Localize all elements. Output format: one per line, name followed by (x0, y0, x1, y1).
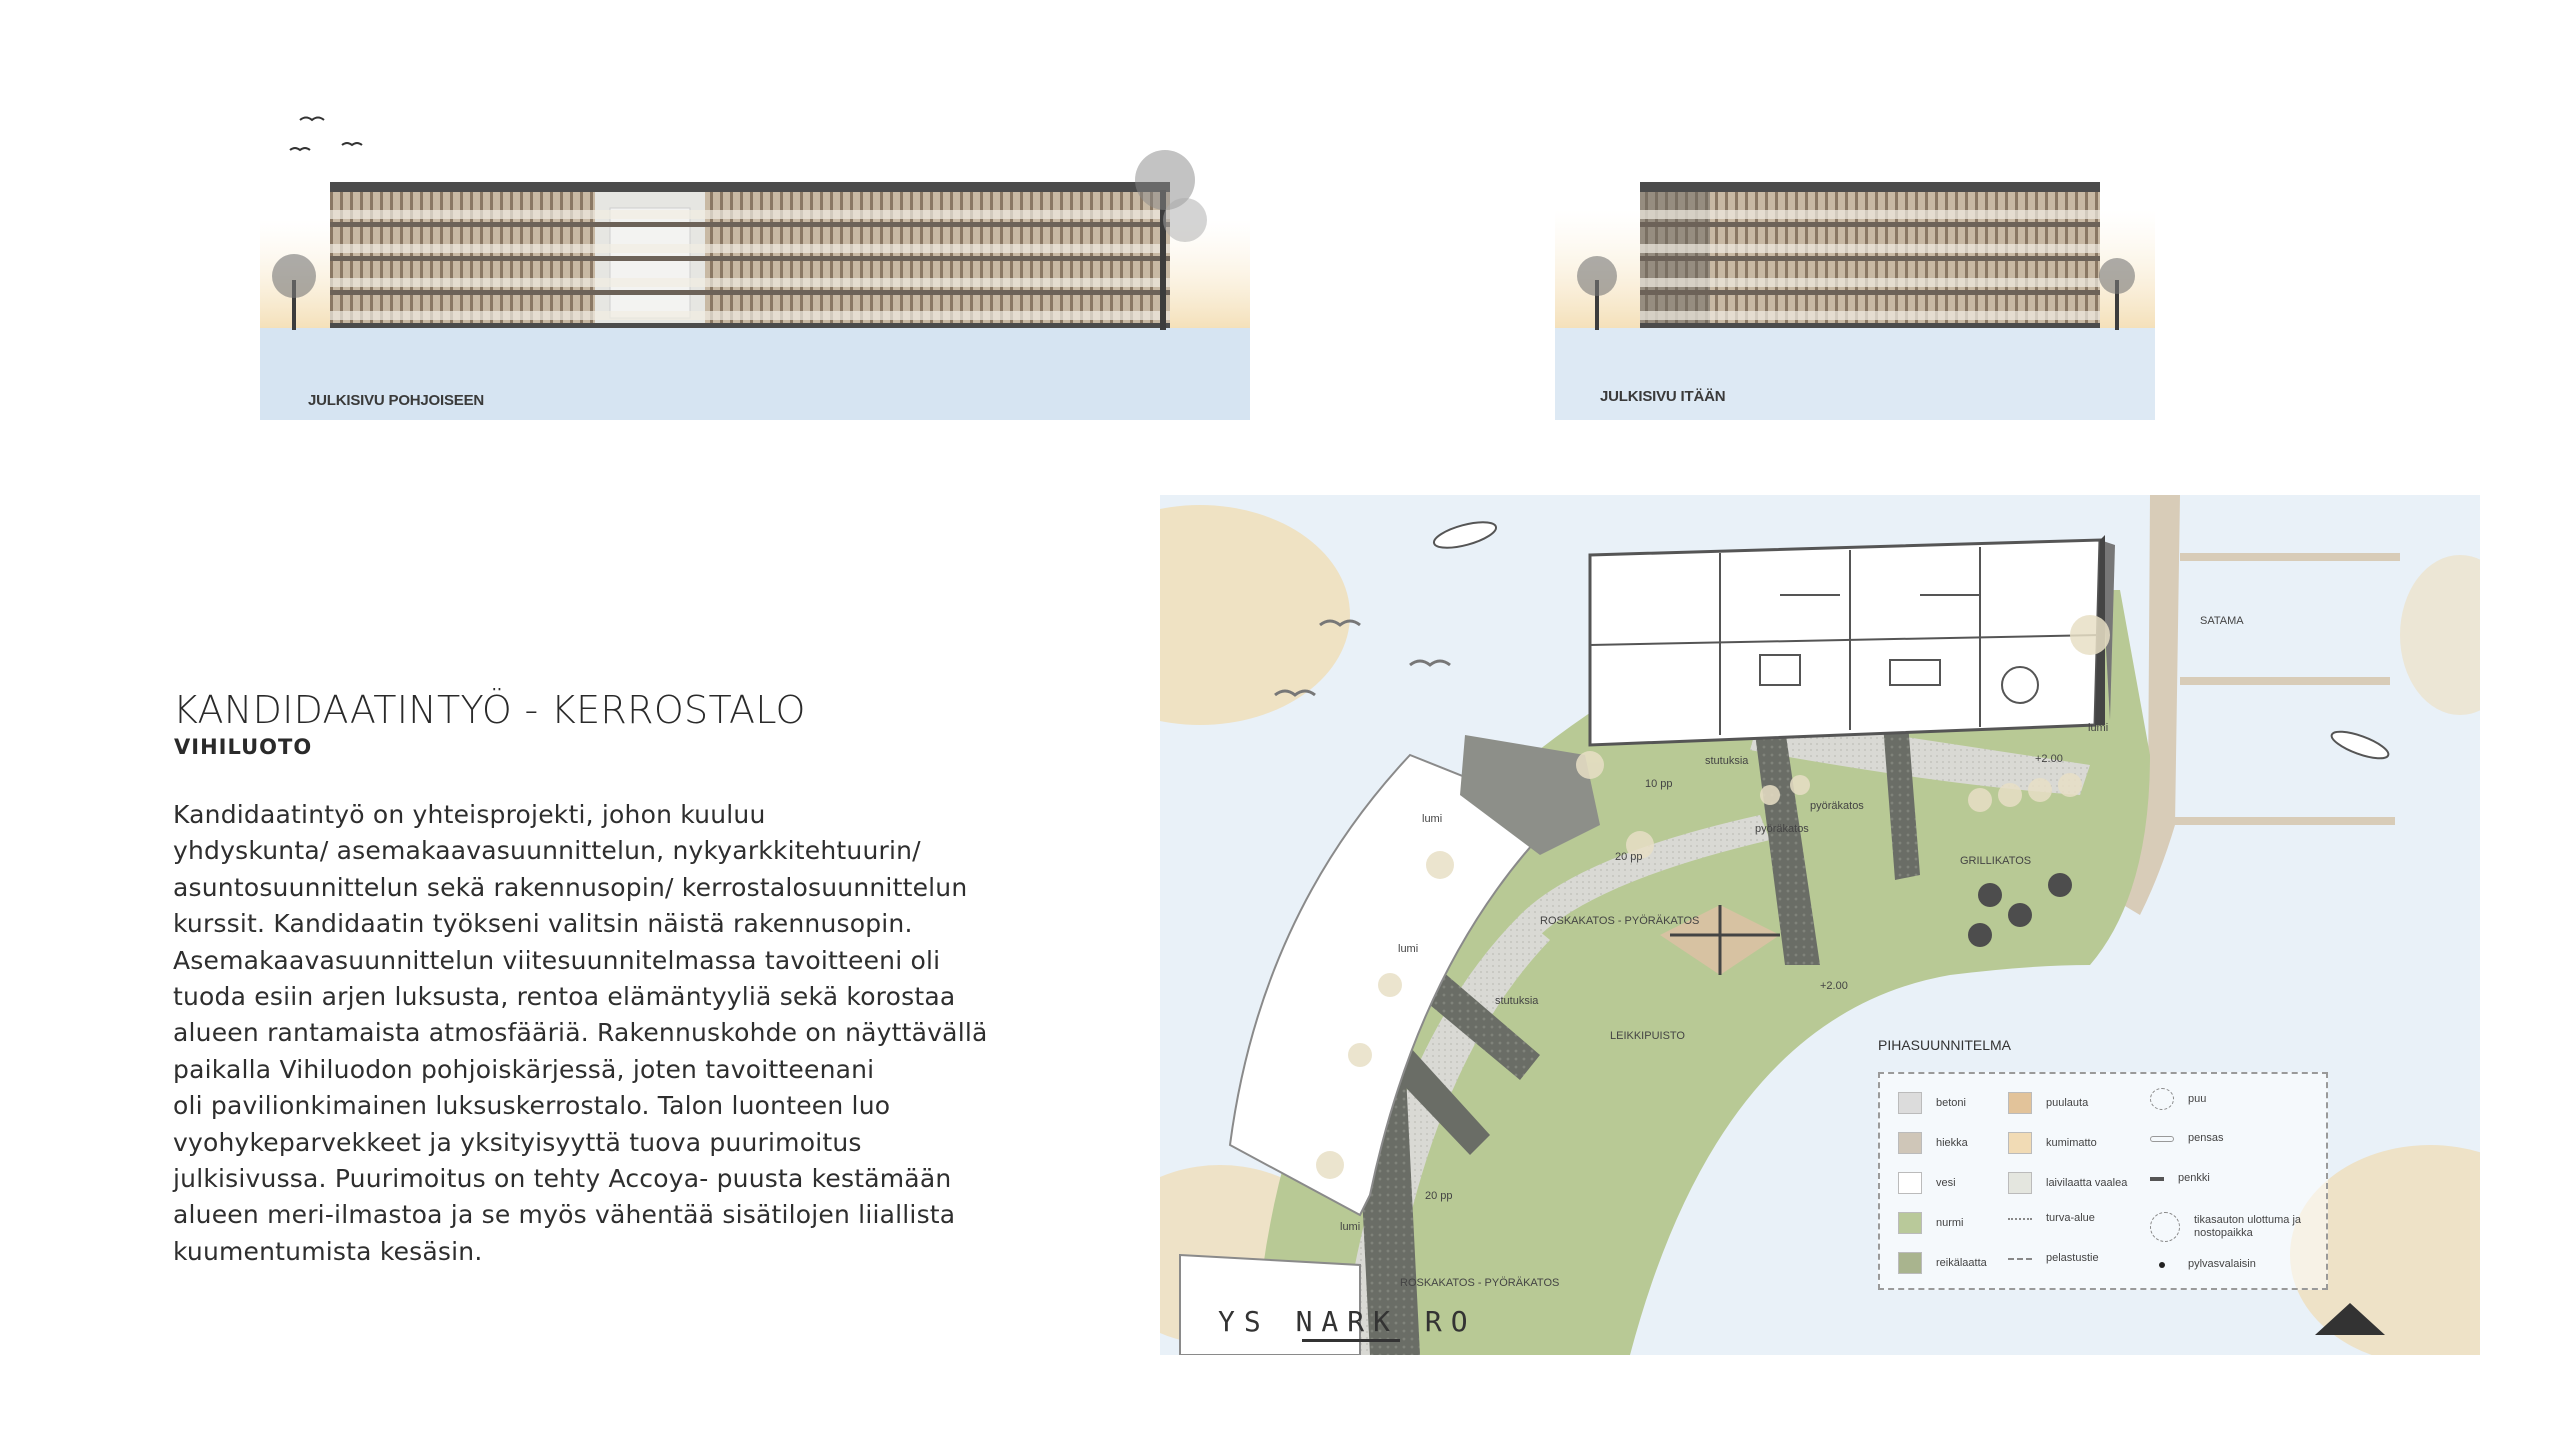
bench-symbol-icon (2150, 1176, 2164, 1181)
legend-item: puulauta (2008, 1092, 2088, 1114)
waste-shelter-label: ROSKAKATOS - PYÖRÄKATOS (1400, 1277, 1560, 1289)
legend-item: pensas (2150, 1132, 2223, 1145)
description-line: vyohykeparvekkeet ja yksityisyyttä tuova… (173, 1127, 862, 1157)
legend-label: vesi (1936, 1176, 1956, 1189)
legend-item: penkki (2150, 1172, 2210, 1185)
east-elevation: JULKISIVU ITÄÄN (1555, 160, 2160, 430)
legend-label: pelastustie (2046, 1252, 2099, 1264)
legend-swatch (2008, 1132, 2032, 1154)
legend-item: vesi (1898, 1172, 1956, 1194)
legend-label: laivilaatta vaalea (2046, 1176, 2128, 1189)
legend-label: tikasauton ulottuma ja nostopaikka (2194, 1214, 2302, 1239)
legend-label: hiekka (1936, 1136, 1968, 1149)
legend-item: turva-alue (2008, 1212, 2095, 1225)
lumi-label: lumi (2088, 722, 2109, 734)
description-line: Asemakaavasuunnittelun viitesuunnitelmas… (173, 945, 941, 975)
legend-label: pylvasvalaisin (2188, 1258, 2256, 1270)
description-line: Kandidaatintyö on yhteisprojekti, johon … (173, 800, 766, 829)
description-line: oli pavilionkimainen luksuskerrostalo. T… (173, 1091, 891, 1121)
legend-label: turva-alue (2046, 1212, 2095, 1224)
legend-item: kumimatto (2008, 1132, 2097, 1154)
north-elevation-drawing (260, 116, 1250, 420)
legend-swatch (1898, 1172, 1922, 1194)
ladder-truck-symbol-icon (2150, 1212, 2180, 1242)
legend-item: puu (2150, 1088, 2206, 1110)
lamp-post-symbol-icon (2159, 1261, 2165, 1268)
east-elevation-drawing (1555, 182, 2155, 420)
description-line: asuntosuunnittelun sekä rakennusopin/ ke… (173, 872, 968, 902)
legend-swatch (1898, 1212, 1922, 1234)
planting-label: stutuksia (1495, 995, 1539, 1007)
studio-logo: YS NARK RO (1218, 1305, 1477, 1338)
page-title: KANDIDAATINTYÖ - KERROSTALO (173, 688, 806, 732)
description-line: alueen meri-ilmastoa ja se myös vähentää… (173, 1200, 956, 1230)
legend-item: pylvasvalaisin (2150, 1258, 2256, 1271)
satama-label: SATAMA (2200, 615, 2244, 627)
legend-label: nurmi (1936, 1216, 1964, 1229)
description-line: julkisivussa. Puurimoitus on tehty Accoy… (173, 1164, 952, 1194)
logo-underline (1302, 1339, 1400, 1342)
legend-item: hiekka (1898, 1132, 1968, 1154)
plan-legend: betoni hiekka vesi nurmi reikälaatta puu… (1878, 1072, 2328, 1290)
legend-swatch (1898, 1252, 1922, 1274)
description-line: alueen rantamaista atmosfääriä. Rakennus… (173, 1018, 988, 1048)
legend-label: penkki (2178, 1172, 2210, 1184)
bike-shelter-label: pyöräkatos (1755, 823, 1809, 835)
tree-symbol-icon (2150, 1088, 2174, 1110)
legend-item: nurmi (1898, 1212, 1964, 1234)
legend-item: betoni (1898, 1092, 1966, 1114)
playground-label: LEIKKIPUISTO (1610, 1030, 1685, 1042)
waste-shelter-label: ROSKAKATOS - PYÖRÄKATOS (1540, 915, 1700, 927)
legend-swatch (1898, 1092, 1922, 1114)
legend-swatch (2008, 1092, 2032, 1114)
legend-label: puulauta (2046, 1096, 2089, 1109)
hedge-symbol-icon (2150, 1135, 2174, 1142)
legend-title: PIHASUUNNITELMA (1878, 1037, 2012, 1053)
description-line: kuumentumista kesäsin. (173, 1236, 483, 1266)
parking-label: 20 pp (1425, 1190, 1453, 1202)
description-line: tuoda esiin arjen luksusta, rentoa elämä… (173, 982, 956, 1012)
legend-label: pensas (2188, 1132, 2224, 1144)
legend-swatch (2008, 1217, 2032, 1220)
legend-swatch (2008, 1172, 2032, 1194)
lumi-label: lumi (1398, 943, 1419, 955)
planting-label: stutuksia (1705, 755, 1749, 767)
legend-label: kumimatto (2046, 1136, 2097, 1149)
parking-label: 10 pp (1645, 778, 1673, 790)
legend-item: reikälaatta (1898, 1252, 1987, 1274)
level-label: +2.00 (1820, 980, 1848, 992)
north-elevation: JULKISIVU POHJOISEEN (250, 110, 1250, 430)
legend-swatch (1898, 1132, 1922, 1154)
legend-swatch (2008, 1257, 2032, 1260)
lumi-label: lumi (1340, 1221, 1361, 1233)
legend-label: betoni (1936, 1096, 1966, 1109)
legend-item: laivilaatta vaalea (2008, 1172, 2127, 1194)
project-description: Kandidaatintyö on yhteisprojekti, johon … (173, 797, 1043, 1270)
grill-shelter-label: GRILLIKATOS (1960, 855, 2032, 867)
level-label: +2.00 (2035, 753, 2063, 765)
page-subtitle: VIHILUOTO (174, 735, 313, 759)
lumi-label: lumi (1422, 813, 1443, 825)
north-elevation-label: JULKISIVU POHJOISEEN (308, 392, 485, 409)
parking-label: 20 pp (1615, 851, 1643, 863)
site-plan: SATAMA lumi lumi lumi lumi 10 pp 20 pp 2… (1160, 495, 2480, 1355)
legend-item: pelastustie (2008, 1252, 2099, 1265)
description-line: kurssit. Kandidaatin työkseni valitsin n… (173, 909, 913, 939)
east-elevation-label: JULKISIVU ITÄÄN (1600, 388, 1726, 405)
legend-item: tikasauton ulottuma ja nostopaikka (2150, 1212, 2334, 1242)
bike-shelter-label: pyöräkatos (1810, 800, 1864, 812)
legend-label: puu (2188, 1092, 2207, 1105)
description-line: yhdyskunta/ asemakaavasuunnittelun, nyky… (173, 836, 921, 866)
site-plan-drawing (1160, 495, 2480, 1355)
legend-label: reikälaatta (1936, 1256, 1987, 1269)
description-line: paikalla Vihiluodon pohjoiskärjessä, jot… (173, 1054, 875, 1084)
